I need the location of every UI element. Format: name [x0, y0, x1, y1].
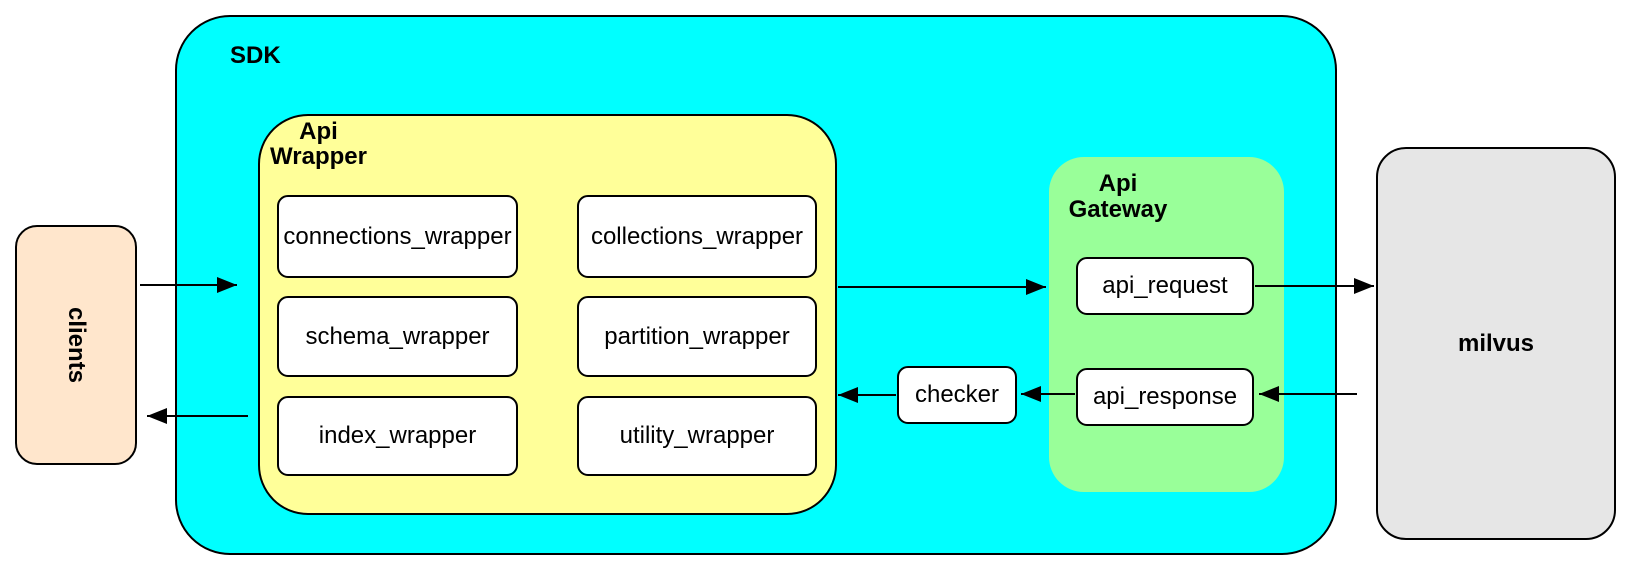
node-checker: checker	[897, 366, 1017, 424]
node-utility-wrapper: utility_wrapper	[577, 396, 817, 476]
api-wrapper-title-line2: Wrapper	[270, 143, 367, 170]
api-gateway-title-line2: Gateway	[1068, 196, 1168, 223]
node-api-response: api_response	[1076, 368, 1254, 426]
api-wrapper-title-line1: Api	[299, 118, 338, 145]
clients-label: clients	[63, 306, 90, 384]
node-collections-wrapper: collections_wrapper	[577, 195, 817, 278]
api-gateway-group	[1049, 157, 1284, 492]
milvus-label: milvus	[1457, 329, 1535, 357]
clients-node: clients	[15, 225, 137, 465]
node-connections-wrapper: connections_wrapper	[277, 195, 518, 278]
milvus-node: milvus	[1376, 147, 1616, 540]
node-index-wrapper: index_wrapper	[277, 396, 518, 476]
sdk-label: SDK	[230, 42, 281, 69]
api-gateway-title-line1: Api	[1098, 170, 1138, 197]
node-partition-wrapper: partition_wrapper	[577, 296, 817, 377]
node-schema-wrapper: schema_wrapper	[277, 296, 518, 377]
node-api-request: api_request	[1076, 257, 1254, 315]
